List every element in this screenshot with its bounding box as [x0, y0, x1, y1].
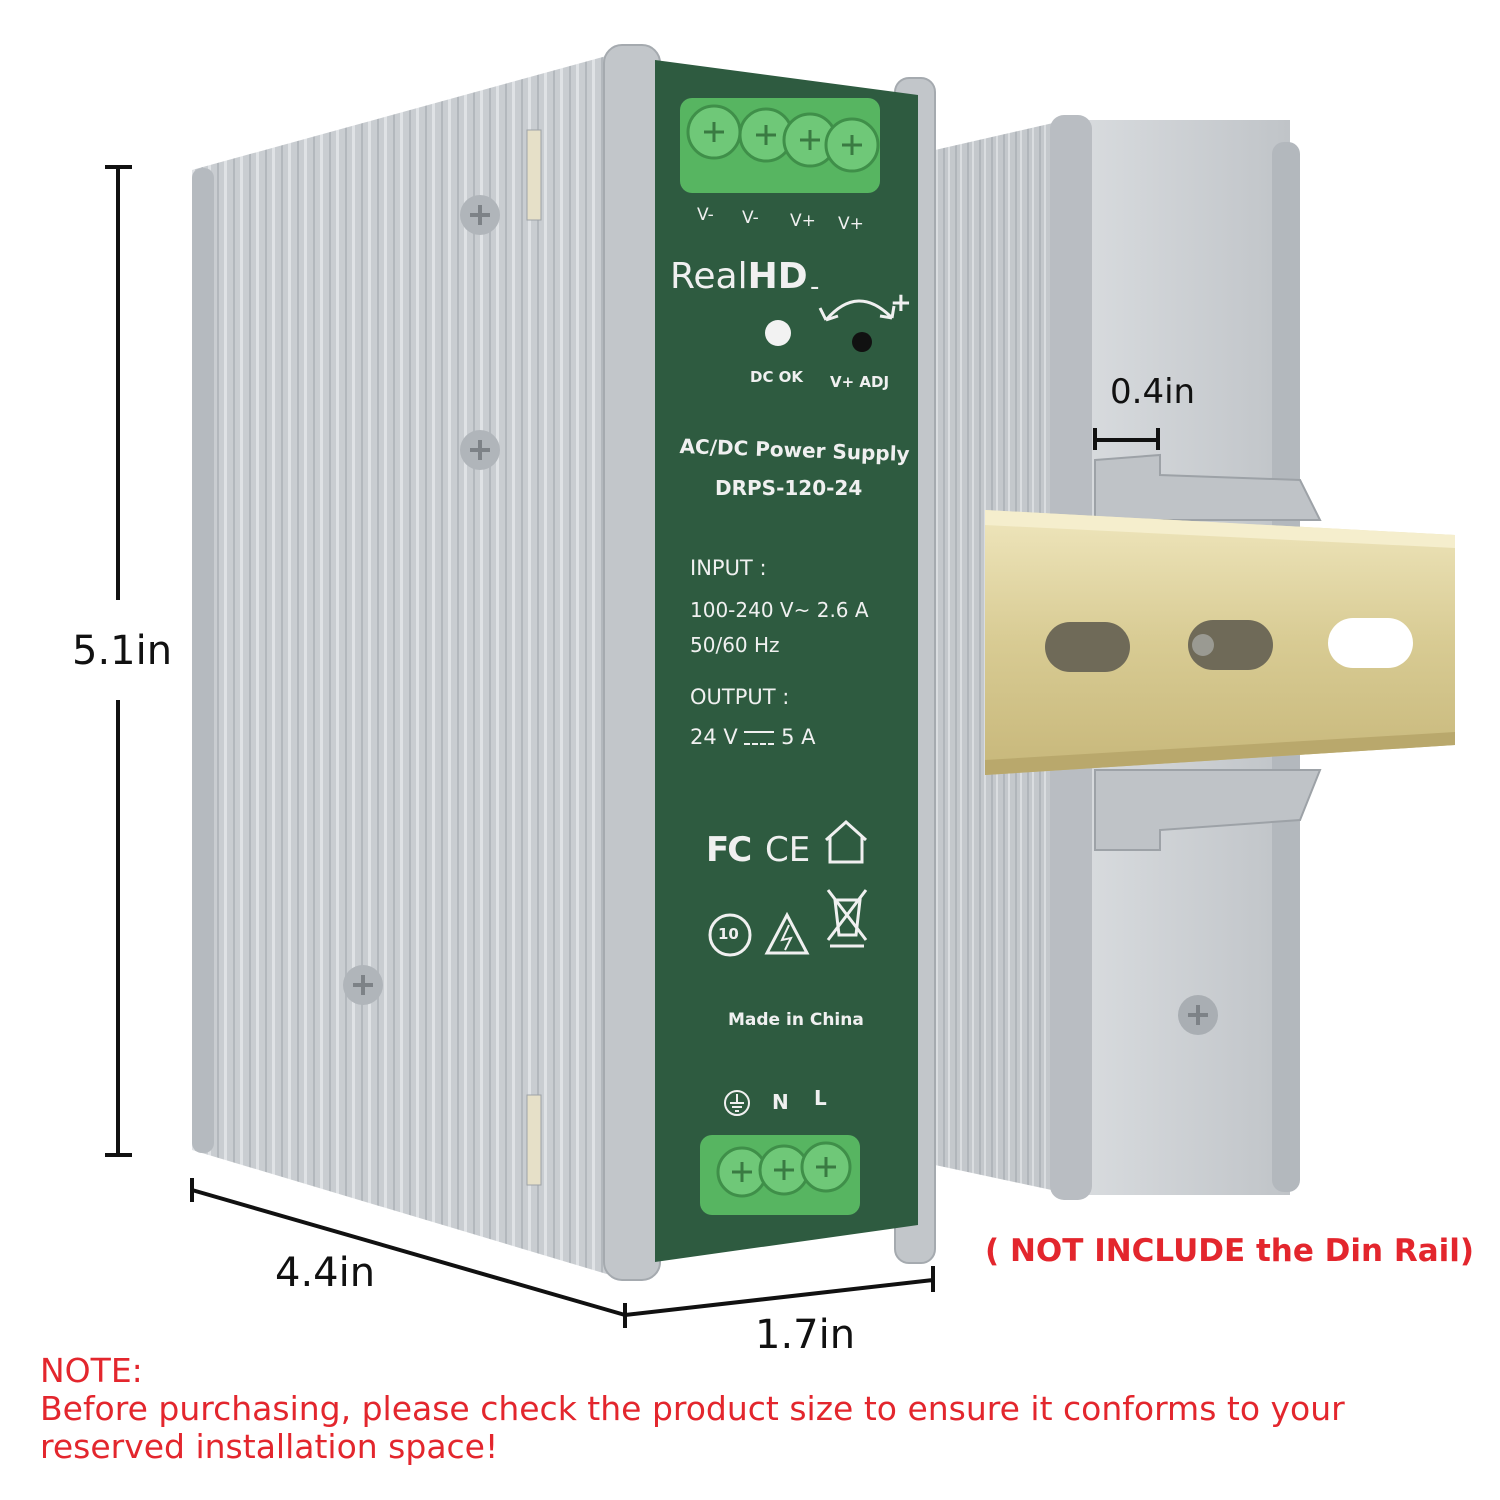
terminal-l-label: L: [814, 1086, 827, 1110]
dc-ok-label: DC OK: [750, 368, 804, 386]
input-title: INPUT :: [690, 556, 767, 580]
clip-dimension-line: [1093, 428, 1160, 450]
adj-minus-label: -: [810, 272, 820, 302]
made-in-china: Made in China: [728, 1010, 864, 1030]
note-line-2: reserved installation space!: [40, 1427, 499, 1466]
front-unit: [192, 44, 936, 1281]
terminal-top-label-3: V+: [790, 211, 816, 231]
dimension-lines: [105, 165, 1160, 1328]
dc-ok-led: [765, 320, 791, 346]
brand-regular: Real: [670, 256, 748, 297]
input-spec: 100-240 V~ 2.6 A: [690, 598, 869, 622]
recycle-10-icon: [708, 913, 752, 957]
output-voltage: 24 V: [690, 725, 738, 749]
adj-arrow-icon: [824, 299, 894, 321]
terminal-top-label-2: V-: [742, 208, 759, 228]
din-rail-not-included: ( NOT INCLUDE the Din Rail): [985, 1233, 1475, 1269]
terminal-n-label: N: [772, 1090, 789, 1114]
recycle-10-label: 10: [718, 925, 739, 943]
depth-label: 4.4in: [275, 1250, 376, 1296]
dc-symbol-icon: [744, 731, 775, 745]
width-dimension-line: [624, 1266, 935, 1317]
height-label: 5.1in: [72, 628, 173, 674]
adj-potentiometer: [852, 332, 872, 352]
height-dimension-line: [105, 165, 132, 1157]
home-icon: [824, 819, 868, 864]
terminal-block-bottom: [700, 1135, 860, 1215]
din-rail: [985, 510, 1455, 775]
note-line-1: Before purchasing, please check the prod…: [40, 1389, 1345, 1428]
label-panel: [655, 60, 918, 1262]
output-spec: 24 V 5 A: [690, 725, 816, 749]
model-number: DRPS-120-24: [715, 476, 863, 500]
weee-bin-icon: [826, 889, 868, 948]
ce-mark: CE: [765, 830, 811, 870]
output-title: OUTPUT :: [690, 685, 790, 709]
terminal-top-label-1: V-: [697, 205, 714, 225]
screw-2: [460, 430, 500, 470]
output-current: 5 A: [781, 725, 816, 749]
screw-1: [460, 195, 500, 235]
brand-bold: HD: [747, 256, 808, 297]
ground-icon: [724, 1090, 750, 1116]
screw-3: [343, 965, 383, 1005]
note-title: NOTE:: [40, 1351, 143, 1390]
adj-plus-label: +: [890, 288, 912, 318]
depth-dimension-line: [190, 1178, 627, 1328]
v-adj-label: V+ ADJ: [830, 373, 890, 391]
terminal-block-top: [680, 98, 880, 193]
width-label: 1.7in: [755, 1312, 856, 1358]
terminal-top-label-4: V+: [838, 214, 864, 234]
brand-logo: RealHD: [670, 256, 808, 297]
warning-triangle-icon: [764, 911, 810, 955]
purchase-note: NOTE: Before purchasing, please check th…: [40, 1352, 1480, 1466]
fcc-mark: FC: [706, 830, 752, 870]
screw-back: [1178, 995, 1218, 1035]
input-frequency: 50/60 Hz: [690, 633, 780, 657]
clip-label: 0.4in: [1110, 372, 1196, 412]
